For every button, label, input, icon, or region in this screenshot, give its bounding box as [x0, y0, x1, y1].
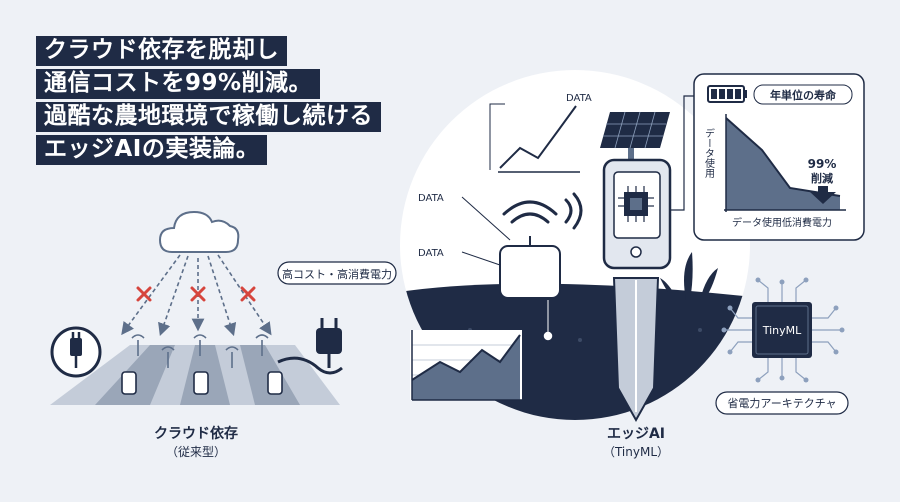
edge-caption: エッジAI	[607, 426, 665, 442]
plant-icon	[660, 252, 718, 300]
tinyml-chip: TinyML	[721, 277, 845, 383]
battery-icon	[707, 85, 747, 103]
reduction-label: 削減	[811, 171, 833, 185]
battery-life-inset-chart: 年単位の寿命 データ使用 99% 削減 データ使用低消費電力	[693, 73, 865, 241]
edge-sensor-probe	[602, 158, 672, 423]
data-label-top: DATA	[566, 93, 592, 104]
tinyml-chip-label: TinyML	[762, 324, 802, 337]
down-arrow-icon	[810, 186, 836, 204]
gateway-device-icon	[499, 236, 561, 299]
headline-line-3: 過酷な農地環境で稼働し続ける	[36, 102, 381, 132]
cloud-subcaption: （従来型）	[166, 445, 226, 459]
power-plug-icon	[50, 326, 102, 378]
headline-line-4: エッジAIの実装論。	[36, 135, 268, 165]
lifetime-badge: 年単位の寿命	[770, 88, 837, 102]
inset-y-label: データ使用	[703, 127, 715, 179]
sensor-node-icon	[121, 371, 283, 395]
data-label-middle: DATA	[418, 193, 444, 204]
trend-icon	[498, 105, 580, 173]
power-cable-icon	[277, 318, 343, 375]
cost-badge-label: 高コスト・高消費電力	[282, 267, 392, 281]
cloud-caption: クラウド依存	[154, 425, 238, 442]
wifi-icon	[502, 192, 583, 230]
edge-ai-diagram: DATA DATA DATA	[400, 70, 865, 459]
headline-line-2: 通信コストを99%削減。	[36, 69, 321, 99]
headline: クラウド依存を脱却し 通信コストを99%削減。 過酷な農地環境で稼働し続ける エ…	[36, 36, 381, 168]
edge-subcaption: （TinyML）	[603, 445, 669, 459]
reduction-value: 99%	[808, 157, 837, 171]
inset-x-label: データ使用低消費電力	[732, 216, 832, 229]
data-label-bottom: DATA	[418, 248, 444, 259]
cloud-icon	[158, 210, 240, 253]
cost-badge: 高コスト・高消費電力	[277, 261, 397, 285]
antenna-icon	[131, 334, 269, 368]
area-chart-icon	[410, 330, 522, 401]
chip-icon	[618, 186, 654, 222]
failed-connection-icon	[136, 286, 256, 302]
headline-line-1: クラウド依存を脱却し	[36, 36, 287, 66]
cloud-dependent-diagram: 高コスト・高消費電力 クラウド依存 （従来型）	[50, 210, 397, 459]
low-power-badge-label: 省電力アーキテクチャ	[727, 397, 836, 410]
low-power-badge: 省電力アーキテクチャ	[715, 391, 849, 415]
solar-panel-icon	[600, 111, 670, 160]
